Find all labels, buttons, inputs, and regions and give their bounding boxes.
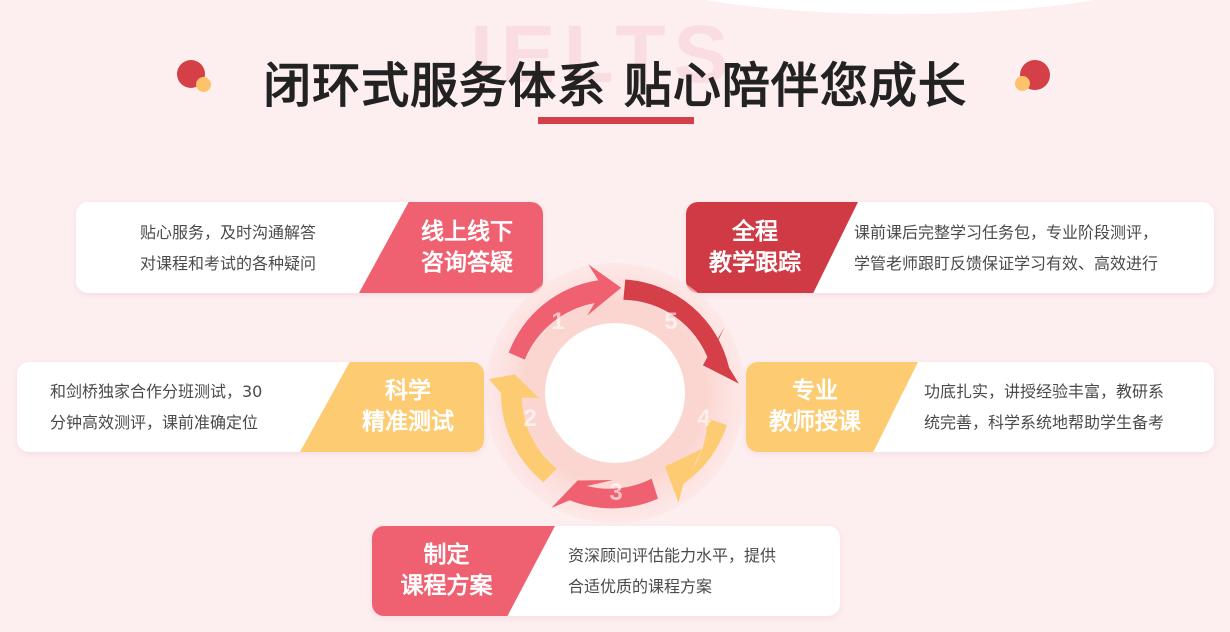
service-card-description: 课前课后完整学习任务包，专业阶段测评， 学管老师跟盯反馈保证学习有效、高效进行: [854, 223, 1159, 273]
page-title: 闭环式服务体系 贴心陪伴您成长: [263, 58, 967, 114]
service-card-tag: 线上线下 咨询答疑: [359, 202, 543, 293]
cycle-arrow-1: [508, 264, 622, 360]
service-card-tag: 科学 精准测试: [300, 362, 484, 452]
service-card-tag: 专业 教师授课: [746, 362, 918, 452]
service-card-precise-testing: 和剑桥独家合作分班测试，30 分钟高效测评，课前准确定位 科学 精准测试: [17, 362, 484, 452]
cycle-arrow-2: [489, 374, 557, 483]
cycle-step-label: 5: [664, 308, 677, 335]
cycle-step-label: 4: [697, 405, 711, 432]
service-card-description: 贴心服务，及时沟通解答 对课程和考试的各种疑问: [140, 223, 317, 273]
cycle-arrow-4: [665, 418, 727, 503]
cycle-step-label: 3: [609, 479, 622, 506]
cycle-step-label: 1: [551, 308, 564, 335]
service-card-tag: 全程 教学跟踪: [686, 202, 858, 293]
service-card-course-planning: 制定 课程方案 资深顾问评估能力水平，提供 合适优质的课程方案: [372, 526, 840, 616]
service-card-teaching-tracking: 全程 教学跟踪 课前课后完整学习任务包，专业阶段测评， 学管老师跟盯反馈保证学习…: [686, 202, 1214, 293]
service-card-online-consulting: 贴心服务，及时沟通解答 对课程和考试的各种疑问 线上线下 咨询答疑: [76, 202, 543, 293]
cycle-center: [545, 323, 685, 463]
service-card-description: 功底扎实，讲授经验丰富，教研系 统完善，科学系统地帮助学生备考: [924, 382, 1165, 432]
service-card-description: 和剑桥独家合作分班测试，30 分钟高效测评，课前准确定位: [50, 382, 263, 432]
service-cycle-diagram: 1 2 3 4 5: [485, 263, 745, 523]
decor-dot-left-yellow: [196, 77, 211, 92]
ielts-watermark: IELTS: [470, 9, 737, 100]
cycle-step-label: 2: [523, 405, 536, 432]
service-card-professional-teachers: 专业 教师授课 功底扎实，讲授经验丰富，教研系 统完善，科学系统地帮助学生备考: [746, 362, 1214, 452]
cycle-arrow-3: [551, 478, 658, 509]
decor-dot-right-yellow: [1015, 76, 1030, 91]
title-underline: [538, 117, 694, 124]
cycle-arrow-5: [623, 279, 739, 384]
service-card-tag: 制定 课程方案: [372, 526, 555, 616]
service-card-description: 资深顾问评估能力水平，提供 合适优质的课程方案: [568, 546, 777, 596]
